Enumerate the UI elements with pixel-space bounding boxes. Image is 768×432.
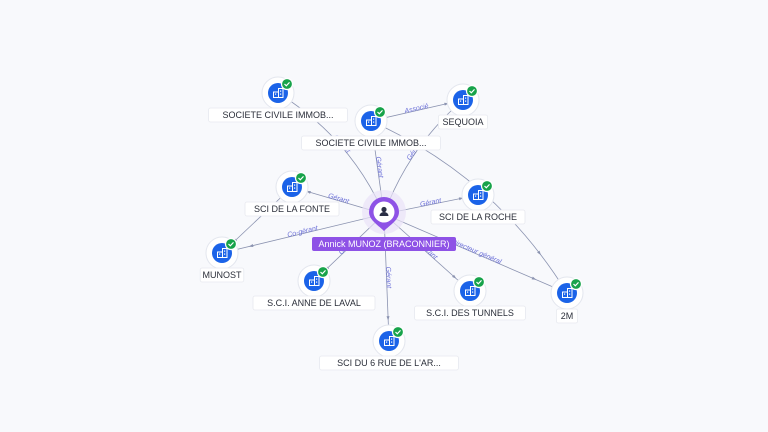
company-label: 2M [561, 311, 574, 321]
edge-arrow [452, 274, 457, 279]
person-icon [379, 206, 389, 216]
edge-arrow [531, 276, 537, 280]
edge-line [383, 213, 568, 294]
label-background [319, 355, 459, 371]
edge-label: Co-gérant [287, 225, 320, 239]
edge-label: Associé [403, 103, 430, 116]
verified-check-icon [472, 275, 486, 289]
label-background [414, 305, 526, 321]
company-node-sci-6-rue[interactable]: SCI DU 6 RUE DE L'AR... [319, 324, 459, 371]
label-background [430, 209, 526, 225]
label-background [244, 201, 340, 217]
building-icon [465, 286, 476, 296]
building-icon [562, 288, 573, 298]
company-node-anne-laval[interactable]: S.C.I. ANNE DE LAVAL [252, 264, 376, 311]
person-node-annick[interactable]: Annick MUNOZ (BRACONNIER) [312, 190, 456, 251]
edge-label: Directeur général [450, 238, 502, 266]
verified-check-icon [569, 277, 583, 291]
company-label: SOCIETE CIVILE IMMOB... [222, 110, 333, 120]
verified-check-icon [465, 84, 479, 98]
verified-check-icon [316, 265, 330, 279]
edge-label: Gérant [384, 267, 392, 290]
building-icon [273, 88, 284, 98]
edge-arrow [537, 250, 542, 256]
company-node-sequoia[interactable]: SEQUOIA [437, 83, 488, 130]
company-node-munost[interactable]: MUNOST [199, 236, 245, 283]
company-node-sci-immob-1[interactable]: SOCIETE CIVILE IMMOB... [208, 76, 348, 123]
label-background [252, 295, 376, 311]
company-label: SEQUOIA [442, 117, 483, 127]
verified-check-icon [373, 105, 387, 119]
company-label: SOCIETE CIVILE IMMOB... [315, 138, 426, 148]
edge-label: Gérant [374, 156, 384, 179]
company-node-two-m[interactable]: 2M [550, 276, 584, 324]
building-icon [217, 248, 228, 258]
edge-arrow [248, 244, 254, 247]
edge-arrow [386, 316, 390, 321]
company-label: MUNOST [203, 270, 242, 280]
company-label: SCI DU 6 RUE DE L'AR... [337, 358, 441, 368]
building-icon [384, 336, 395, 346]
building-icon [309, 276, 320, 286]
label-background [301, 135, 441, 151]
building-icon [366, 116, 377, 126]
verified-check-icon [280, 77, 294, 91]
company-label: SCI DE LA ROCHE [439, 212, 517, 222]
center-label-background [312, 237, 456, 251]
label-background [208, 107, 348, 123]
company-node-sci-immob-2[interactable]: SOCIETE CIVILE IMMOB... [301, 104, 441, 151]
label-background [556, 308, 579, 324]
verified-check-icon [294, 171, 308, 185]
building-icon [287, 182, 298, 192]
center-label: Annick MUNOZ (BRACONNIER) [318, 239, 449, 249]
building-icon [473, 190, 484, 200]
building-icon [458, 95, 469, 105]
company-node-tunnels[interactable]: S.C.I. DES TUNNELS [414, 274, 526, 321]
company-label: S.C.I. DES TUNNELS [426, 308, 514, 318]
label-background [437, 114, 488, 130]
company-label: SCI DE LA FONTE [254, 204, 330, 214]
company-node-sci-roche[interactable]: SCI DE LA ROCHE [430, 178, 526, 225]
verified-check-icon [224, 237, 238, 251]
company-node-sci-fonte[interactable]: SCI DE LA FONTE [244, 170, 340, 217]
verified-check-icon [391, 325, 405, 339]
verified-check-icon [480, 179, 494, 193]
edge-label: Gérant [420, 197, 443, 208]
company-label: S.C.I. ANNE DE LAVAL [267, 298, 361, 308]
label-background [199, 267, 245, 283]
nodes-layer: SOCIETE CIVILE IMMOB... SOCIETE CIVILE IM… [199, 76, 584, 371]
